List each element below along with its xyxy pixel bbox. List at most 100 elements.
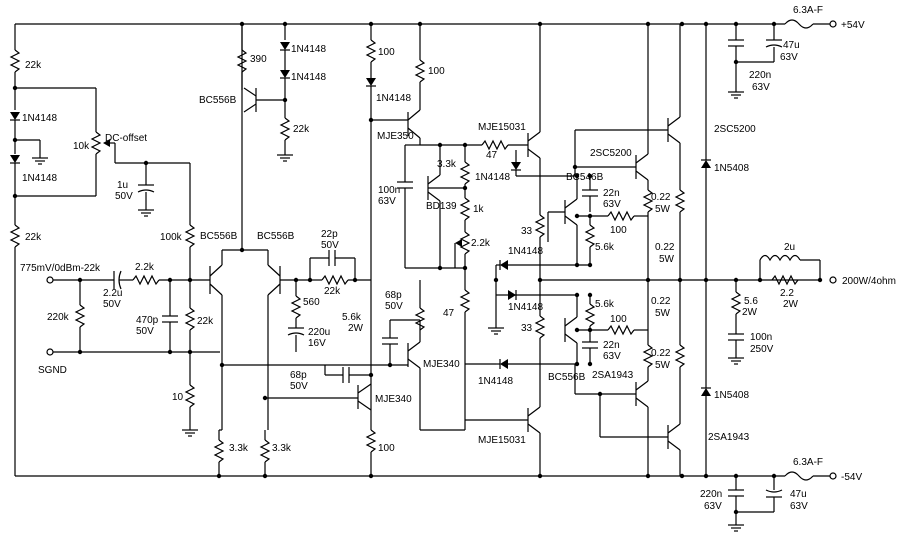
r-33-a-label: 33 xyxy=(521,226,533,237)
d-1n4148-d-label: 1N4148 xyxy=(291,72,326,83)
c-47u-b-label: 47u xyxy=(790,489,807,500)
output-stage xyxy=(537,24,820,476)
r-2r2-p-label: 2W xyxy=(783,299,799,310)
q-bd139-label: BD139 xyxy=(426,201,457,212)
c-22n-b-v-label: 63V xyxy=(603,351,621,362)
q-mje15031-b-label: MJE15031 xyxy=(478,435,526,446)
q-bc556b-1-label: BC556B xyxy=(200,231,238,242)
positive-rail xyxy=(15,19,837,29)
q-2sc5200-a-label: 2SC5200 xyxy=(590,148,632,159)
q-mje350-label: MJE350 xyxy=(377,131,414,142)
r-100-d-label: 100 xyxy=(610,225,627,236)
c-22p-v-label: 50V xyxy=(321,240,339,251)
c-22n-b-label: 22n xyxy=(603,340,620,351)
supply-decoupling xyxy=(728,24,783,532)
r-3k3-a-label: 3.3k xyxy=(229,443,249,454)
r-022-b-p-label: 5W xyxy=(659,254,675,265)
d-1n5408-b-label: 1N5408 xyxy=(714,390,749,401)
r-3k3-vbe-label: 3.3k xyxy=(437,159,457,170)
r-390-label: 390 xyxy=(250,54,267,65)
q-2sa1943-b-label: 2SA1943 xyxy=(708,432,750,443)
c-100n-out-v-label: 250V xyxy=(750,344,774,355)
c-47u-a-label: 47u xyxy=(783,40,800,51)
d-1n4148-f-label: 1N4148 xyxy=(475,172,510,183)
r-560-label: 560 xyxy=(303,297,320,308)
d-1n4148-a-label: 1N4148 xyxy=(22,113,57,124)
dc-offset-network xyxy=(9,24,196,476)
r-5k6-2w-label: 5.6k xyxy=(342,312,362,323)
rail-neg-label: -54V xyxy=(841,472,862,483)
r-5k6-a-label: 5.6k xyxy=(595,242,615,253)
c-22p-label: 22p xyxy=(321,229,338,240)
c-1u-label: 1u xyxy=(117,180,128,191)
r-022-b-label: 0.22 xyxy=(655,242,675,253)
q-bc556b-3-label: BC556B xyxy=(199,95,237,106)
d-1n4148-h-label: 1N4148 xyxy=(508,302,543,313)
c-220u-label: 220u xyxy=(308,327,330,338)
r-5k6-2w-p-label: 2W xyxy=(348,323,364,334)
r-22k-in-label: 22k xyxy=(197,316,214,327)
c-1u-v-label: 50V xyxy=(115,191,133,202)
r-22k-top-label: 22k xyxy=(25,60,42,71)
c-100n-label: 100n xyxy=(378,185,400,196)
q-bc546b-label: BC546B xyxy=(566,172,604,183)
q-bc556b-4-label: BC556B xyxy=(548,372,586,383)
dc-offset-label: DC-offset xyxy=(105,133,147,144)
r-022-a-label: 0.22 xyxy=(651,192,671,203)
c-470p-label: 470p xyxy=(136,315,159,326)
q-2sa1943-a-label: 2SA1943 xyxy=(592,370,634,381)
r-3k3-b-label: 3.3k xyxy=(272,443,292,454)
c-220n-b-v-label: 63V xyxy=(704,501,722,512)
r-47-a-label: 47 xyxy=(486,150,498,161)
q-mje340-a-label: MJE340 xyxy=(423,359,460,370)
r-5r6-label: 5.6 xyxy=(744,296,758,307)
rail-pos-label: +54V xyxy=(841,20,865,31)
c-2u2-label: 2.2u xyxy=(103,288,122,299)
fuse-pos-label: 6.3A-F xyxy=(793,5,823,16)
c-68p-a-label: 68p xyxy=(385,290,402,301)
r-5r6-p-label: 2W xyxy=(742,307,758,318)
r-100-e-label: 100 xyxy=(610,314,627,325)
d-1n4148-c-label: 1N4148 xyxy=(291,44,326,55)
c-47u-b-v-label: 63V xyxy=(790,501,808,512)
r-22k-ref-label: 22k xyxy=(293,124,310,135)
r-22k-fb-label: 22k xyxy=(324,286,341,297)
r-33-b-label: 33 xyxy=(521,323,533,334)
d-1n4148-e-label: 1N4148 xyxy=(376,93,411,104)
l-2u-label: 2u xyxy=(784,242,795,253)
c-220u-v-label: 16V xyxy=(308,338,326,349)
input-gnd-label: SGND xyxy=(38,365,67,376)
c-220n-b-label: 220n xyxy=(700,489,722,500)
r-2k2-label: 2.2k xyxy=(135,262,155,273)
c-220n-a-label: 220n xyxy=(749,70,771,81)
q-mje340-b-label: MJE340 xyxy=(375,394,412,405)
r-022-d-label: 0.22 xyxy=(651,348,671,359)
r-022-c-label: 0.22 xyxy=(651,296,671,307)
c-470p-v-label: 50V xyxy=(136,326,154,337)
c-22n-a-v-label: 63V xyxy=(603,199,621,210)
q-mje15031-a-label: MJE15031 xyxy=(478,122,526,133)
r-022-d-p-label: 5W xyxy=(655,360,671,371)
c-2u2-v-label: 50V xyxy=(103,299,121,310)
r-10-label: 10 xyxy=(172,392,184,403)
vas-stage xyxy=(222,24,426,476)
c-47u-a-v-label: 63V xyxy=(780,52,798,63)
q-2sc5200-b-label: 2SC5200 xyxy=(714,124,756,135)
r-22k-bot-label: 22k xyxy=(25,232,42,243)
r-100k-label: 100k xyxy=(160,232,183,243)
input-label: 775mV/0dBm-22k xyxy=(20,263,101,274)
r-100-b-label: 100 xyxy=(428,66,445,77)
q-bc556b-2-label: BC556B xyxy=(257,231,295,242)
pot-10k-label: 10k xyxy=(73,141,90,152)
r-022-a-p-label: 5W xyxy=(655,204,671,215)
c-22n-a-label: 22n xyxy=(603,188,620,199)
c-100n-v-label: 63V xyxy=(378,196,396,207)
driver-stage xyxy=(465,24,575,476)
output-label: 200W/4ohm xyxy=(842,276,896,287)
d-1n4148-g-label: 1N4148 xyxy=(508,246,543,257)
r-022-c-p-label: 5W xyxy=(655,308,671,319)
r-100-c-label: 100 xyxy=(378,443,395,454)
input-stage xyxy=(46,270,220,437)
r-5k6-b-label: 5.6k xyxy=(595,299,615,310)
